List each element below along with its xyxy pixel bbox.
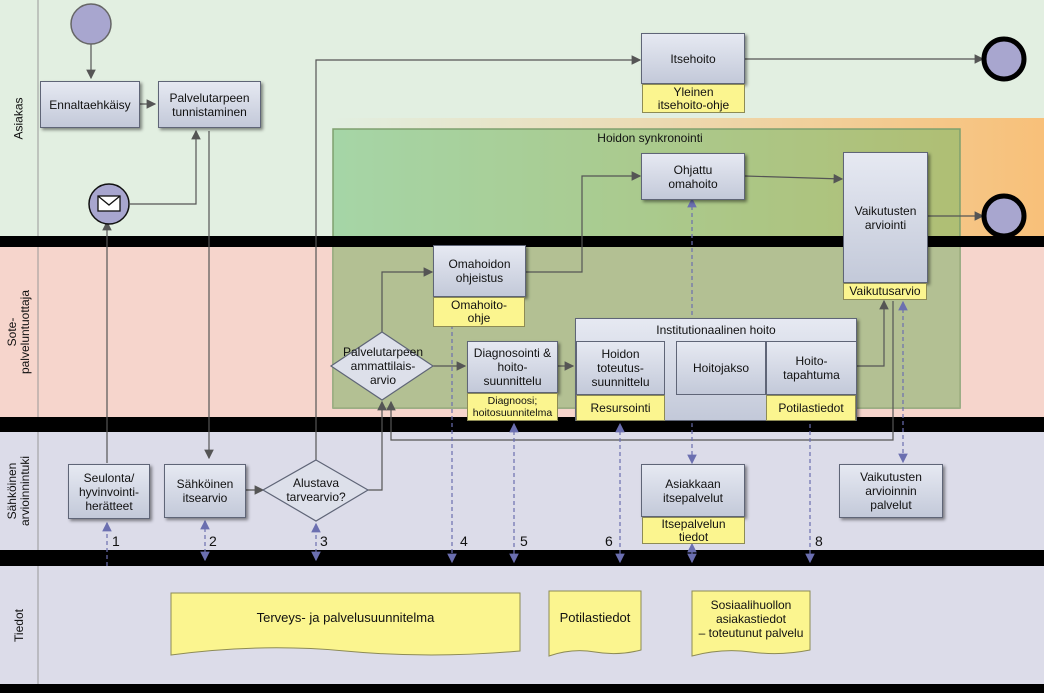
- step-number-1: 1: [112, 533, 120, 549]
- end-event-itsehoito: [981, 36, 1027, 82]
- gateway-ammattilaisarvio-label: Palvelutarpeen ammattilais- arvio: [342, 345, 424, 387]
- doc-terveys-ja-palvelusuunnitelma: Terveys- ja palvelusuunnitelma: [256, 610, 435, 625]
- institutionaalinen-hoito-title: Institutionaalinen hoito: [656, 323, 776, 337]
- gateway-ammattilaisarvio: [329, 331, 435, 401]
- note-itsepalvelun-tiedot: Itsepalvelun tiedot: [642, 517, 745, 544]
- task-seulonta[interactable]: Seulonta/ hyvinvointi- herätteet: [68, 464, 150, 519]
- note-diagnoosi: Diagnoosi; hoitosuunnitelma: [467, 393, 558, 421]
- note-omahoito-ohje: Omahoito- ohje: [433, 297, 525, 327]
- task-asiakkaan-itsepalvelut[interactable]: Asiakkaan itsepalvelut: [641, 464, 745, 517]
- task-vaikutusten-arvioinnin-palvelut[interactable]: Vaikutusten arvioinnin palvelut: [839, 464, 943, 518]
- task-hoidon-toteutussuunnittelu[interactable]: Hoidon toteutus- suunnittelu: [576, 341, 665, 395]
- task-hoitojakso[interactable]: Hoitojakso: [676, 341, 766, 395]
- group-title-hoidon-synkronointi: Hoidon synkronointi: [597, 131, 703, 145]
- gateway-alustava-label: Alustava tarvearvio?: [286, 476, 346, 504]
- task-omahoidon-ohjeistus[interactable]: Omahoidon ohjeistus: [433, 245, 526, 297]
- end-event-vaikutus: [981, 193, 1027, 239]
- task-ennaltaehkaisy[interactable]: Ennaltaehkäisy: [40, 81, 140, 128]
- note-yleinen-itsehoito-ohje: Yleinen itsehoito-ohje: [642, 84, 745, 113]
- note-resursointi: Resursointi: [576, 395, 665, 421]
- task-ohjattu-omahoito[interactable]: Ohjattu omahoito: [641, 153, 745, 200]
- doc-terveys-shape: [170, 592, 521, 656]
- task-itsehoito[interactable]: Itsehoito: [641, 33, 745, 84]
- note-vaikutusarvio: Vaikutusarvio: [843, 283, 927, 300]
- task-hoitotapahtuma[interactable]: Hoito- tapahtuma: [766, 341, 857, 395]
- doc-sosiaalihuollon-asiakastiedot: Sosiaalihuollon asiakastiedot – toteutun…: [698, 598, 804, 640]
- doc-potilastiedot: Potilastiedot: [559, 610, 631, 625]
- separator-4: [0, 684, 1044, 693]
- doc-potilastiedot-shape: [548, 590, 642, 657]
- separator-1: [0, 236, 1044, 247]
- task-sahkoinen-itsearvio[interactable]: Sähköinen itsearvio: [164, 464, 246, 518]
- start-event: [70, 3, 112, 45]
- step-number-3: 3: [320, 533, 328, 549]
- step-number-8: 8: [815, 533, 823, 549]
- step-number-5: 5: [520, 533, 528, 549]
- doc-sosiaalihuollon-shape: [691, 590, 811, 657]
- task-vaikutusten-arviointi[interactable]: Vaikutusten arviointi: [843, 152, 928, 283]
- note-potilastiedot: Potilastiedot: [766, 395, 856, 421]
- task-palvelutarpeen-tunnistaminen[interactable]: Palvelutarpeen tunnistaminen: [158, 81, 261, 128]
- step-number-2: 2: [209, 533, 217, 549]
- step-number-6: 6: [605, 533, 613, 549]
- gateway-alustava: [261, 459, 370, 522]
- task-diagnosointi[interactable]: Diagnosointi & hoito- suunnittelu: [467, 341, 558, 393]
- separator-3: [0, 550, 1044, 566]
- step-number-4: 4: [460, 533, 468, 549]
